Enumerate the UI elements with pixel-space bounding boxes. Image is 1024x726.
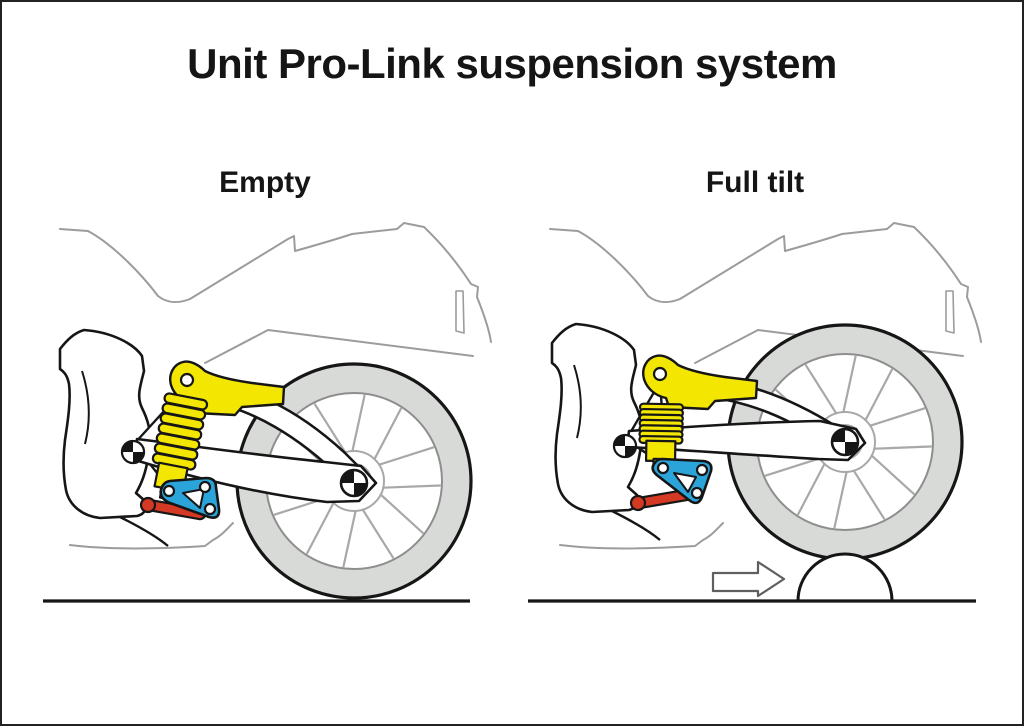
full-tilt-panel-diagram	[528, 222, 982, 603]
rocker-link	[159, 476, 221, 519]
pivot-marker-icon	[120, 439, 146, 465]
tie-rod	[629, 488, 693, 512]
empty-panel-diagram	[43, 222, 492, 603]
road-bump	[796, 552, 894, 603]
swingarm	[625, 419, 867, 462]
pivot-marker-icon	[612, 433, 638, 459]
rocker-link	[651, 457, 713, 505]
axle-marker-icon	[339, 468, 369, 498]
page-title: Unit Pro-Link suspension system	[187, 40, 837, 87]
axle-marker-icon	[830, 427, 860, 457]
direction-arrow-icon	[711, 560, 786, 598]
panel-label-empty: Empty	[219, 166, 311, 199]
panel-label-full-tilt: Full tilt	[705, 166, 805, 199]
tie-rod	[139, 496, 207, 521]
